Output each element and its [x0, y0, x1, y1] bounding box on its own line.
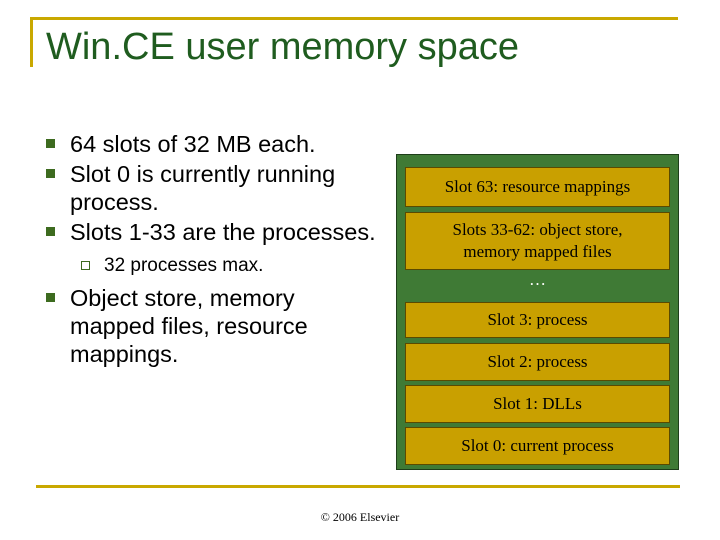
copyright-footer: © 2006 Elsevier: [320, 510, 400, 524]
ellipsis-label: …: [529, 270, 546, 289]
bottom-rule: [36, 485, 680, 488]
bullet-text: 64 slots of 32 MB each.: [70, 131, 316, 157]
bullet-text: Slot 0 is currently running process.: [70, 161, 336, 215]
slide-title: Win.CE user memory space: [46, 26, 520, 68]
slot-63-box: Slot 63: resource mappings: [405, 167, 670, 207]
bullet-item: Slots 1-33 are the processes.: [46, 218, 376, 246]
slot-1-box: Slot 1: DLLs: [405, 385, 670, 423]
square-bullet-icon: [46, 139, 55, 148]
sub-bullet-item: 32 processes max.: [46, 254, 376, 278]
slot-0-label: Slot 0: current process: [461, 436, 614, 455]
memory-map-diagram: Slot 63: resource mappings Slots 33-62: …: [396, 154, 679, 470]
square-bullet-icon: [46, 227, 55, 236]
top-rule: [30, 17, 678, 20]
slots-33-62-label-line1: Slots 33-62: object store,: [452, 220, 623, 239]
bullet-list: 64 slots of 32 MB each. Slot 0 is curren…: [46, 130, 376, 368]
bullet-item: Slot 0 is currently running process.: [46, 160, 376, 216]
slot-2-box: Slot 2: process: [405, 343, 670, 381]
slot-3-box: Slot 3: process: [405, 302, 670, 338]
square-bullet-icon: [46, 169, 55, 178]
bullet-item: 64 slots of 32 MB each.: [46, 130, 376, 158]
slot-63-label: Slot 63: resource mappings: [444, 177, 631, 196]
square-bullet-icon: [46, 293, 55, 302]
bullet-item: Object store, memory mapped files, resou…: [46, 284, 376, 368]
hollow-square-bullet-icon: [81, 261, 90, 270]
sub-bullet-text: 32 processes max.: [104, 255, 264, 276]
slot-2-label: Slot 2: process: [487, 352, 588, 371]
slot-3-label: Slot 3: process: [487, 310, 588, 329]
slot-0-box: Slot 0: current process: [405, 427, 670, 465]
left-rule: [30, 17, 33, 67]
slots-33-62-label-line2: memory mapped files: [463, 242, 612, 261]
bullet-text: Slots 1-33 are the processes.: [70, 219, 376, 245]
slots-33-62-box: Slots 33-62: object store, memory mapped…: [405, 212, 670, 270]
bullet-text: Object store, memory mapped files, resou…: [70, 285, 308, 367]
slot-1-label: Slot 1: DLLs: [493, 394, 582, 413]
